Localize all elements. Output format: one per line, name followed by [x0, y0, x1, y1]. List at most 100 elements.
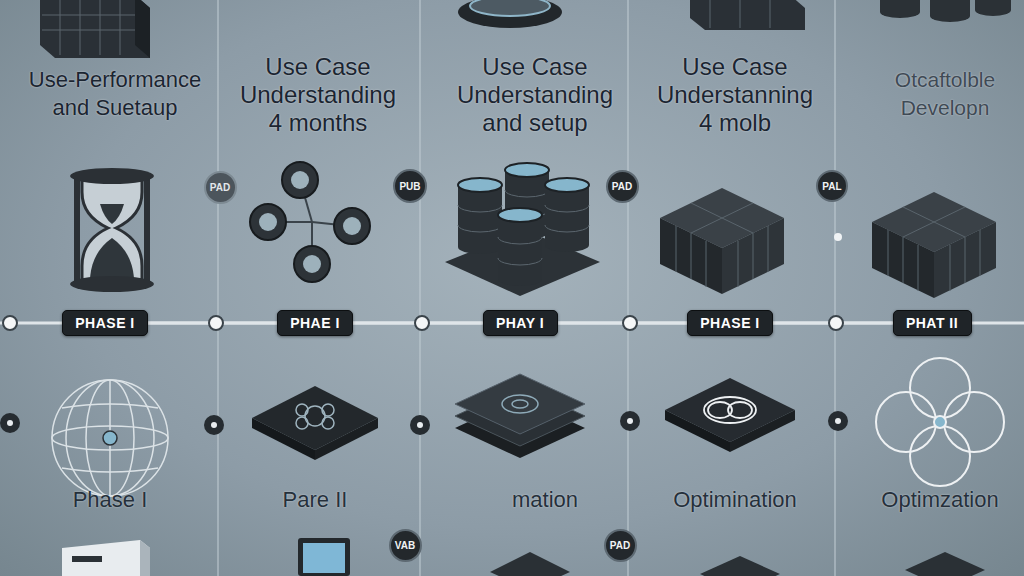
- layer-icon: [455, 374, 585, 458]
- database-icon: [498, 208, 542, 222]
- cylinder-icon: [880, 0, 1011, 22]
- network-icon: [294, 246, 330, 282]
- database-icon: [445, 163, 600, 296]
- process-icon: [665, 378, 795, 442]
- process-icon: [728, 402, 752, 418]
- column-divider: [419, 0, 421, 576]
- block-icon: [950, 245, 951, 291]
- row-marker: [410, 415, 430, 435]
- server-icon: [740, 0, 741, 28]
- timeline-track: [623, 316, 637, 330]
- timeline-track: [0, 316, 1024, 330]
- building-icon: [80, 0, 81, 55]
- layer-icon: [502, 395, 538, 413]
- badge-text: VAB: [395, 540, 415, 551]
- block-icon: [903, 207, 965, 237]
- block-icon: [768, 226, 769, 272]
- column-heading: Use Case Understanding and setup: [449, 53, 621, 137]
- phase-badge: PUB: [393, 169, 427, 203]
- cylinder-icon: [880, 0, 920, 18]
- timeline-track: [415, 316, 429, 330]
- column-divider: [218, 0, 835, 576]
- block-icon: [738, 241, 739, 287]
- globe-icon: [52, 380, 168, 496]
- block-icon: [660, 218, 722, 294]
- network-icon: [291, 171, 309, 189]
- cylinder-icon: [975, 0, 1011, 16]
- column-divider: [627, 0, 629, 576]
- block-icon: [872, 222, 934, 298]
- building-icon: [40, 0, 150, 58]
- badge-text: PAD: [210, 182, 230, 193]
- chip-icon: [296, 417, 308, 429]
- globe-icon: [66, 380, 154, 496]
- building-icon: [40, 0, 150, 58]
- flower-icon: [910, 358, 970, 418]
- row-marker: [204, 415, 224, 435]
- chip-icon: [322, 417, 334, 429]
- stage-label: Phase I: [20, 486, 200, 514]
- monitor-icon: [298, 538, 350, 576]
- flower-icon: [934, 416, 946, 428]
- block-icon: [660, 188, 784, 294]
- building-icon: [120, 0, 121, 55]
- server-icon: [690, 0, 805, 30]
- row-marker: [828, 411, 848, 431]
- globe-icon: [52, 426, 168, 450]
- row-marker: [627, 418, 633, 424]
- phase-pill: PHASE I: [62, 310, 148, 336]
- block-icon: [691, 233, 692, 279]
- phase-text: PHASE I: [700, 315, 760, 331]
- building-icon: [42, 30, 135, 31]
- block-icon: [903, 207, 965, 237]
- row-marker: [211, 422, 217, 428]
- device-icon: [490, 552, 985, 576]
- row-marker: [0, 413, 20, 433]
- chip-icon: [252, 386, 378, 460]
- flower-icon: [876, 358, 1004, 486]
- hourglass-icon: [90, 238, 134, 278]
- database-icon: [458, 205, 502, 232]
- phase-pill: PHAE I: [277, 310, 353, 336]
- process-icon: [665, 378, 795, 452]
- badge-text: PAD: [610, 540, 630, 551]
- computer-icon: [62, 540, 150, 576]
- network-icon: [250, 162, 370, 282]
- stage-label: mation: [465, 486, 625, 514]
- hourglass-icon: [144, 176, 150, 282]
- timeline-track: [209, 316, 223, 330]
- server-icon: [690, 0, 805, 30]
- network-icon: [343, 217, 361, 235]
- badge-text: PUB: [399, 181, 420, 192]
- phase-badge: PAL: [816, 170, 848, 202]
- block-icon: [676, 226, 677, 272]
- globe-icon: [86, 380, 134, 496]
- device-icon: [700, 556, 780, 576]
- server-icon: [710, 0, 711, 28]
- hourglass-icon: [70, 168, 154, 184]
- phase-badge: PAD: [204, 171, 237, 204]
- block-icon: [872, 192, 996, 298]
- row-marker: [834, 233, 842, 241]
- monitor-icon: [303, 543, 345, 573]
- block-icon: [753, 233, 754, 279]
- timeline-track: [829, 316, 843, 330]
- hourglass-icon: [74, 176, 80, 282]
- block-icon: [918, 245, 919, 291]
- disk-icon: [458, 0, 562, 28]
- building-icon: [135, 0, 150, 58]
- layer-icon: [455, 374, 585, 434]
- column-heading: Otcaftolble Developn: [875, 66, 1015, 122]
- chip-icon: [315, 418, 378, 460]
- block-icon: [965, 237, 966, 283]
- hourglass-icon: [82, 180, 142, 280]
- hourglass-icon: [70, 168, 154, 292]
- chip-icon: [296, 404, 334, 429]
- phase-badge: VAB: [389, 529, 422, 562]
- database-icon: [545, 178, 589, 192]
- phase-pill: PHAT II: [893, 310, 972, 336]
- hourglass-icon: [70, 276, 154, 292]
- cylinder-icon: [930, 0, 970, 22]
- process-icon: [730, 410, 795, 452]
- phase-badge: PAD: [604, 529, 637, 562]
